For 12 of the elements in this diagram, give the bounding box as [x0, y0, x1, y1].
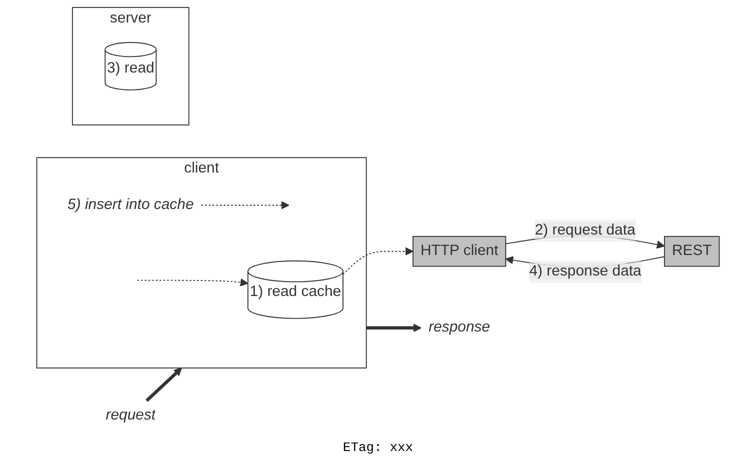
node-box: REST: [664, 236, 720, 267]
node-box: HTTP client: [412, 236, 506, 267]
arrow: [136, 278, 248, 286]
edge-label: 2) request data: [534, 222, 636, 238]
arrow: [146, 368, 182, 402]
node-text: response: [428, 320, 490, 336]
note-text: ETag: xxx: [342, 440, 414, 455]
node-text: 5) insert into cache: [68, 196, 194, 213]
arrow: [342, 247, 414, 275]
arrow: [366, 324, 422, 332]
arrow: [200, 201, 290, 210]
edge-label: 4) response data: [529, 263, 642, 280]
